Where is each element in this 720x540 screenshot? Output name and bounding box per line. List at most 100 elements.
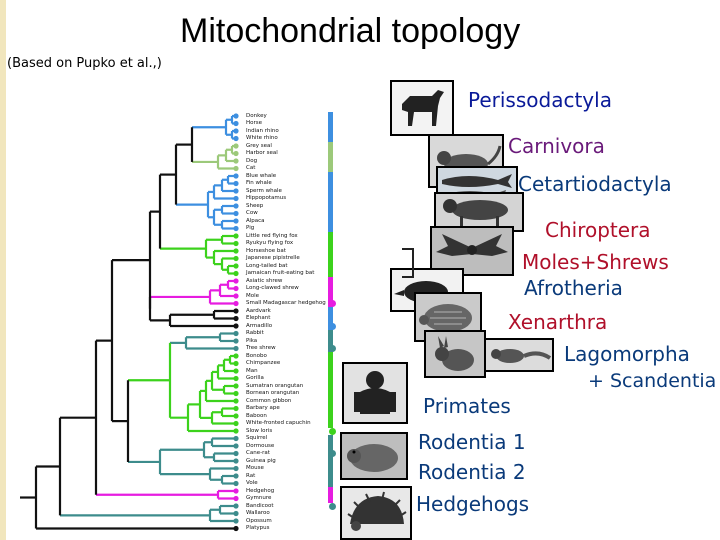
group-color-dot [329, 345, 336, 352]
taxon-label: Grey seal [246, 142, 272, 149]
taxon-label: Gymnure [246, 495, 272, 501]
tree-tip-dot [233, 143, 239, 149]
group-label-rodentia-2: Rodentia 2 [418, 460, 526, 484]
group-label-cetartiodactyla: Cetartiodactyla [518, 172, 672, 196]
tree-tip-dot [233, 428, 239, 434]
taxon-label: Barbary ape [246, 405, 280, 411]
taxon-label: Bandicoot [246, 502, 274, 509]
taxon-label: White rhino [246, 135, 278, 141]
tree-tip-dot [233, 330, 239, 337]
taxon-label: Gorilla [246, 375, 264, 381]
tree-tip-dot [233, 255, 239, 262]
taxon-label: Opossum [246, 517, 272, 524]
tree-tip-dot [233, 525, 239, 532]
taxon-label: Horse [246, 120, 263, 126]
taxon-label: Elephant [246, 315, 271, 321]
taxon-label: Wallaroo [246, 510, 270, 516]
tree-tip-dot [233, 270, 239, 277]
taxon-label: Armadillo [246, 322, 273, 329]
taxon-label: Ryukyu flying fox [246, 240, 294, 246]
taxon-label: Cat [246, 165, 256, 171]
tree-tip-dot [233, 360, 239, 367]
group-label-moles-shrews: Moles+Shrews [522, 250, 669, 274]
tree-tip-dot [233, 113, 239, 119]
taxon-label: Bornean orangutan [246, 390, 300, 396]
tree-tip-dot [233, 323, 239, 329]
taxon-label: Horseshoe bat [246, 247, 286, 254]
tree-tip-dot [233, 338, 239, 344]
taxon-label: Tree shrew [246, 345, 276, 351]
tree-tip-dot [233, 435, 239, 442]
tree-tip-dot [233, 210, 239, 217]
tree-tip-dot [233, 188, 239, 194]
taxon-label: Sheep [246, 202, 264, 209]
group-label-hedgehogs: Hedgehogs [416, 492, 530, 516]
tree-tip-dot [233, 128, 239, 134]
taxon-label: Rat [246, 472, 256, 479]
ape-picture [342, 362, 408, 424]
taxon-label: Slow loris [246, 427, 273, 434]
taxon-label: Long-clawed shrew [246, 285, 299, 291]
tree-tip-dot [233, 315, 239, 322]
group-color-bar [328, 329, 333, 353]
tree-tip-dot [233, 510, 239, 517]
taxon-label: Vole [246, 480, 258, 486]
tree-tip-dot [233, 308, 239, 314]
group-label-scandentia: + Scandentia [588, 370, 717, 392]
tree-tip-dot [233, 450, 239, 457]
taxon-label: Japanese pipistrelle [246, 255, 300, 261]
taxon-label: Mole [246, 292, 260, 299]
rabbit-picture [424, 330, 486, 378]
tree-tip-dot [233, 495, 239, 502]
taxon-label: Guinea pig [246, 457, 276, 464]
taxon-label: Indian rhino [246, 127, 279, 134]
tree-tip-dot [233, 473, 239, 479]
tree-tip-dot [233, 180, 239, 187]
tree-tip-dot [233, 285, 239, 292]
group-label-afrotheria: Afrotheria [524, 276, 623, 300]
taxon-label: Pika [246, 337, 258, 344]
tree-tip-dot [233, 375, 239, 382]
tree-tip-dot [233, 390, 239, 397]
tree-tip-dot [233, 405, 239, 412]
group-color-bar [328, 112, 333, 143]
group-label-carnivora: Carnivora [508, 134, 605, 158]
taxon-label: Hippopotamus [246, 195, 287, 201]
taxon-label: Bonobo [246, 352, 267, 359]
taxon-label: Pig [246, 225, 255, 231]
group-color-bar [328, 172, 333, 233]
bat-picture [430, 226, 514, 276]
tree-tip-dot [233, 465, 239, 472]
tree-tip-dot [233, 165, 239, 172]
group-label-xenarthra: Xenarthra [508, 310, 608, 334]
group-color-dot [329, 300, 336, 307]
taxon-label: Baboon [246, 412, 267, 419]
taxon-label: Small Madagascar hedgehog [246, 300, 326, 306]
group-color-bar [328, 277, 333, 308]
taxon-label: Mouse [246, 465, 264, 471]
taxon-label: Sumatran orangutan [246, 382, 304, 389]
tree-tip-dot [233, 225, 239, 232]
taxon-label: Blue whale [246, 172, 277, 179]
taxon-label: Aardvark [246, 307, 271, 314]
taxon-label: Fin whale [246, 180, 272, 186]
group-color-bar [328, 307, 333, 323]
taxon-label: Cow [246, 210, 258, 216]
tree-tip-dot [233, 233, 239, 239]
group-label-primates: Primates [423, 394, 511, 418]
horse-picture [390, 80, 454, 136]
group-color-dot [329, 450, 336, 457]
tree-tip-dot [233, 480, 239, 487]
group-color-bar [328, 487, 333, 503]
group-label-perissodactyla: Perissodactyla [468, 88, 612, 112]
tree-tip-dot [233, 353, 239, 359]
tree-tip-dot [233, 420, 239, 427]
taxon-label: Sperm whale [246, 187, 282, 194]
tree-tip-dot [233, 503, 239, 509]
taxon-label: Cane-rat [246, 450, 270, 456]
group-color-bar [328, 232, 333, 278]
tree-tip-dot [233, 135, 239, 142]
rodent-picture [340, 432, 408, 480]
